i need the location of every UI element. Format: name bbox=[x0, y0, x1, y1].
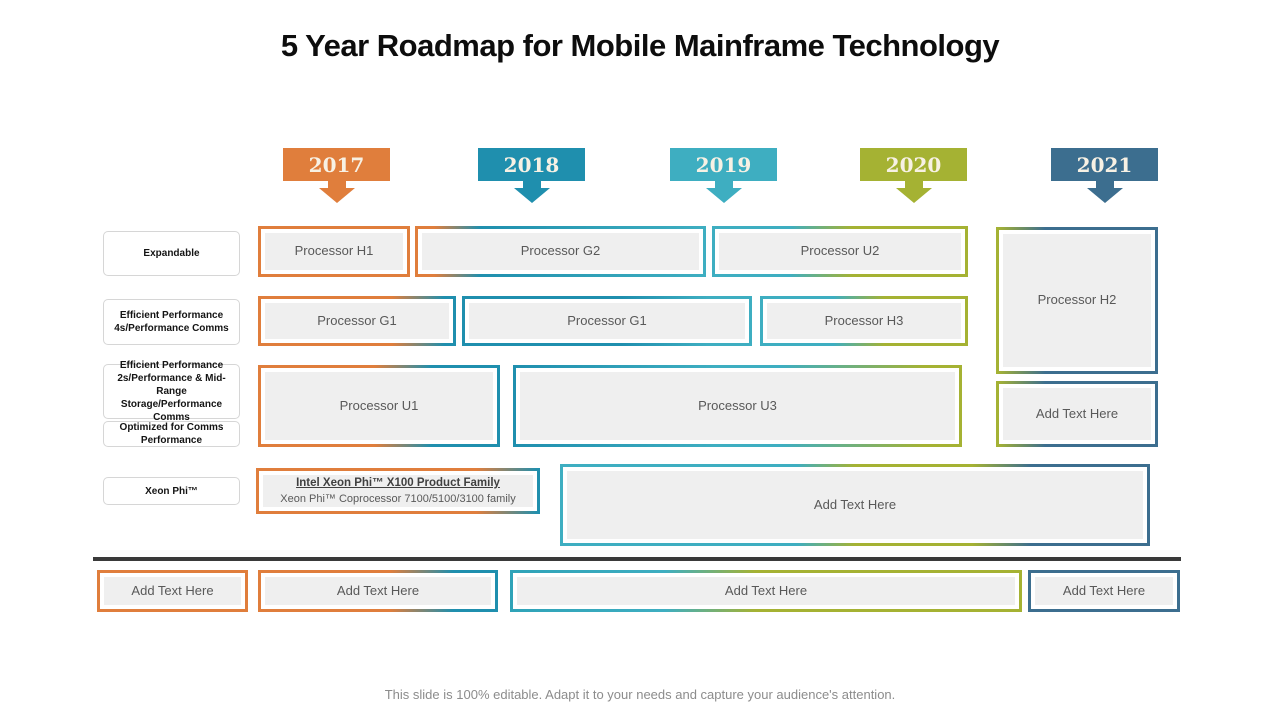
box-label: Processor U1 bbox=[265, 372, 493, 440]
row-label-xeon-phi: Xeon Phi™ bbox=[103, 477, 240, 505]
year-label: 2020 bbox=[860, 148, 967, 181]
box-add-text-bottom-1[interactable]: Add Text Here bbox=[97, 570, 248, 612]
row-label-optimized-comms: Optimized for Comms Performance bbox=[103, 421, 240, 447]
placeholder-label: Add Text Here bbox=[517, 577, 1015, 605]
year-label: 2021 bbox=[1051, 148, 1158, 181]
box-label: Processor U2 bbox=[719, 233, 961, 270]
box-processor-u1: Processor U1 bbox=[258, 365, 500, 447]
box-processor-g2: Processor G2 bbox=[415, 226, 706, 277]
box-processor-h3: Processor H3 bbox=[760, 296, 968, 346]
box-processor-u2: Processor U2 bbox=[712, 226, 968, 277]
placeholder-label: Add Text Here bbox=[265, 577, 491, 605]
placeholder-label: Add Text Here bbox=[1003, 388, 1151, 440]
box-processor-g1-mid: Processor G1 bbox=[462, 296, 752, 346]
row-label-expandable: Expandable bbox=[103, 231, 240, 276]
box-label: Processor G2 bbox=[422, 233, 699, 270]
box-processor-g1-left: Processor G1 bbox=[258, 296, 456, 346]
year-flag-2020: 2020 bbox=[860, 148, 967, 203]
placeholder-label: Add Text Here bbox=[104, 577, 241, 605]
arrow-down-icon bbox=[705, 181, 742, 203]
box-add-text-bottom-2[interactable]: Add Text Here bbox=[258, 570, 498, 612]
xeon-family-title: Intel Xeon Phi™ X100 Product Family bbox=[296, 476, 500, 489]
page-title: 5 Year Roadmap for Mobile Mainframe Tech… bbox=[280, 28, 1000, 63]
year-flag-2018: 2018 bbox=[478, 148, 585, 203]
arrow-down-icon bbox=[513, 181, 550, 203]
box-add-text-bottom-3[interactable]: Add Text Here bbox=[510, 570, 1022, 612]
year-flag-2021: 2021 bbox=[1051, 148, 1158, 203]
box-processor-u3: Processor U3 bbox=[513, 365, 962, 447]
year-label: 2019 bbox=[670, 148, 777, 181]
editable-note: This slide is 100% editable. Adapt it to… bbox=[384, 687, 896, 702]
box-processor-h2: Processor H2 bbox=[996, 227, 1158, 374]
box-add-text-right[interactable]: Add Text Here bbox=[996, 381, 1158, 447]
placeholder-label: Add Text Here bbox=[1035, 577, 1173, 605]
row-label-efficient-performance-2s: Efficient Performance 2s/Performance & M… bbox=[103, 360, 240, 423]
year-flag-2017: 2017 bbox=[283, 148, 390, 203]
placeholder-label: Add Text Here bbox=[567, 471, 1143, 539]
box-label: Processor G1 bbox=[469, 303, 745, 339]
box-label: Processor H1 bbox=[265, 233, 403, 270]
year-label: 2017 bbox=[283, 148, 390, 181]
arrow-down-icon bbox=[1086, 181, 1123, 203]
year-label: 2018 bbox=[478, 148, 585, 181]
box-add-text-bottom-4[interactable]: Add Text Here bbox=[1028, 570, 1180, 612]
timeline-divider bbox=[93, 557, 1181, 561]
box-xeon-phi-family: Intel Xeon Phi™ X100 Product Family Xeon… bbox=[256, 468, 540, 514]
box-label: Processor U3 bbox=[520, 372, 955, 440]
arrow-down-icon bbox=[318, 181, 355, 203]
arrow-down-icon bbox=[895, 181, 932, 203]
box-label: Processor H2 bbox=[1003, 234, 1151, 367]
box-label: Processor H3 bbox=[767, 303, 961, 339]
xeon-family-subtitle: Xeon Phi™ Coprocessor 7100/5100/3100 fam… bbox=[280, 492, 516, 505]
row-label-efficient-performance-4s: Efficient Performance 4s/Performance Com… bbox=[103, 299, 240, 345]
year-flag-2019: 2019 bbox=[670, 148, 777, 203]
box-processor-h1: Processor H1 bbox=[258, 226, 410, 277]
box-add-text-large[interactable]: Add Text Here bbox=[560, 464, 1150, 546]
box-label: Processor G1 bbox=[265, 303, 449, 339]
